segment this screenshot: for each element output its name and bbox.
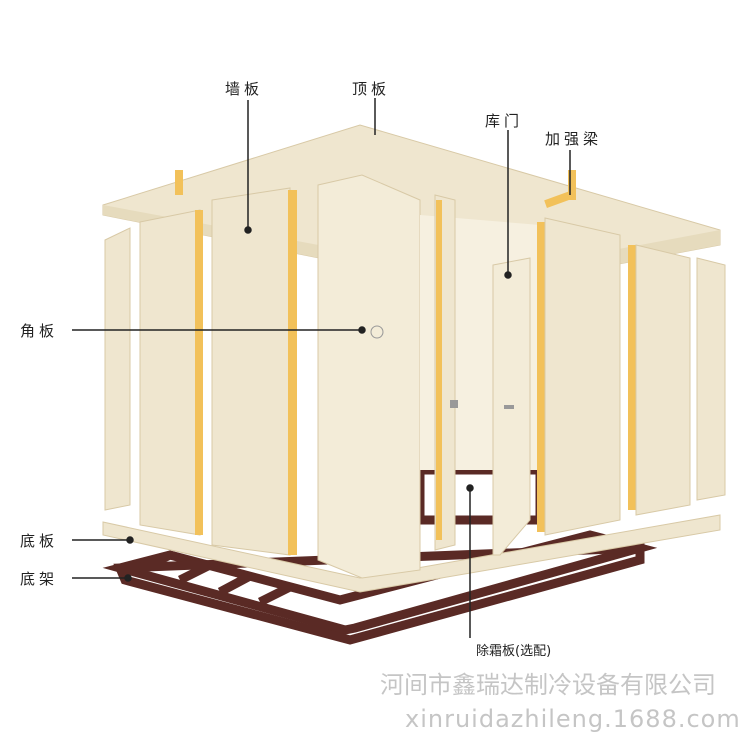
label-door: 库门 (485, 112, 524, 130)
watermark-company: 河间市鑫瑞达制冷设备有限公司 (380, 671, 716, 699)
label-corner-panel: 角板 (20, 322, 59, 340)
label-base-frame: 底架 (20, 570, 59, 588)
floor-panel (102, 514, 721, 593)
label-wall-panel: 墙板 (225, 80, 264, 98)
wall-panels-right (537, 217, 726, 536)
label-floor-panel: 底板 (20, 532, 59, 550)
watermark-url: xinruidazhileng.1688.com (405, 705, 741, 733)
corner-panel-marker (370, 325, 384, 339)
label-bottom-item: 除霜板(选配) (476, 644, 552, 659)
label-reinforcement-beam: 加强梁 (545, 130, 603, 148)
label-top-panel: 顶板 (352, 80, 391, 98)
leader-lines (72, 98, 571, 638)
door (434, 194, 531, 556)
wall-panels-left (104, 187, 297, 556)
corner-panel (317, 174, 421, 579)
